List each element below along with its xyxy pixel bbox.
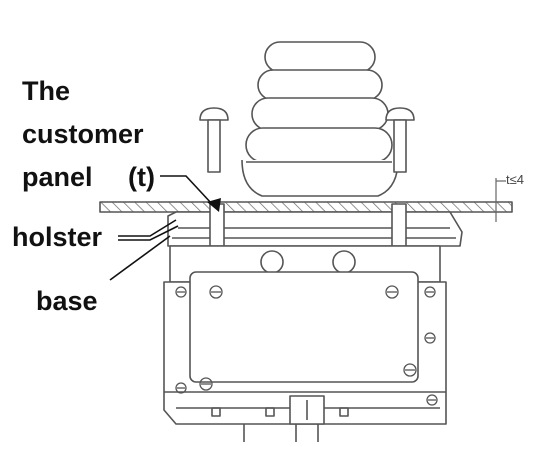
bottom-connector (211, 395, 349, 442)
panel-leader-line (160, 175, 213, 205)
panel-arrowhead (207, 198, 221, 212)
base-housing (163, 271, 447, 425)
base-leader-line (109, 235, 171, 281)
housing-screws (175, 285, 438, 406)
thickness-dimension-label: t≤4 (506, 172, 524, 187)
label-the: The (22, 76, 71, 106)
label-thickness: (t) (128, 162, 155, 192)
label-base: base (36, 286, 98, 316)
label-panel: panel (22, 162, 93, 192)
holster-leader-line (118, 219, 177, 237)
holster-leader-line-2 (118, 225, 179, 241)
customer-panel (99, 201, 513, 213)
thickness-dimension (490, 178, 506, 222)
label-customer: customer (22, 119, 144, 149)
rubber-boot (241, 41, 399, 197)
label-holster: holster (12, 222, 103, 252)
left-mounting-screw (199, 107, 229, 173)
right-mounting-screw (385, 107, 415, 173)
